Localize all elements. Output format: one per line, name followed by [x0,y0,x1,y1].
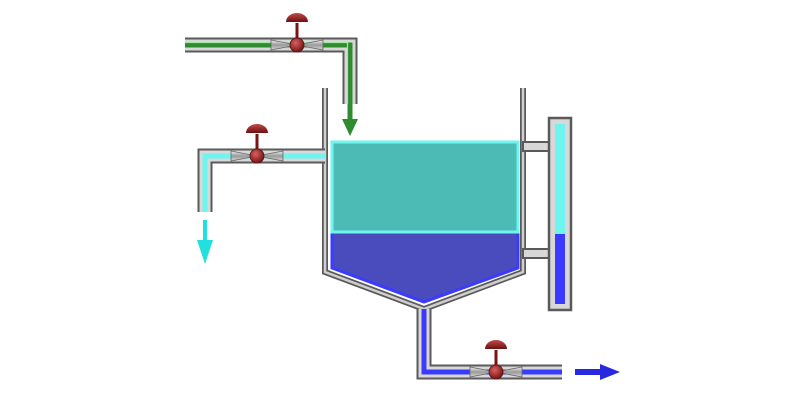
light-outlet-flow-arrow [197,220,213,264]
heavy-phase-valve[interactable] [469,340,523,380]
feed-valve[interactable] [270,13,324,53]
light-phase-valve[interactable] [230,124,284,164]
feed-flow-arrow [342,104,358,136]
light-phase-outlet-pipe [197,148,325,212]
feed-inlet-pipe [185,37,358,104]
separator-vessel [322,88,526,313]
heavy-outlet-flow-arrow [575,364,620,380]
level-gauge [522,116,573,312]
